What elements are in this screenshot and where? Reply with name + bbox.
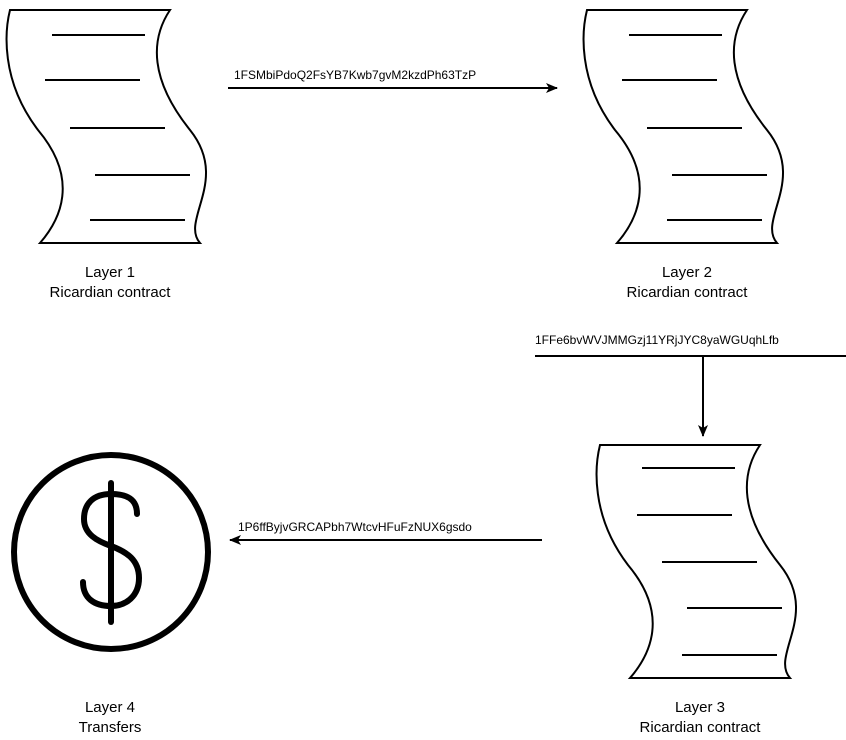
- layer-2-label: Layer 2 Ricardian contract: [587, 263, 787, 303]
- edge-label-layer2-layer3: 1FFe6bvWVJMMGzj11YRjJYC8yaWGUqhLfb: [535, 333, 842, 347]
- layer-1-document-icon[interactable]: [5, 9, 208, 244]
- layer-2-document-icon[interactable]: [582, 9, 785, 244]
- layer-1-title: Layer 1: [84, 264, 136, 281]
- edge-layer2-to-layer3-arrow: [535, 355, 846, 437]
- layer-4-dollar-coin-icon[interactable]: [11, 452, 211, 652]
- layer-3-document-icon[interactable]: [595, 444, 798, 679]
- layer-1-label: Layer 1 Ricardian contract: [10, 263, 210, 303]
- layer-3-subtitle: Ricardian contract: [639, 719, 761, 736]
- layer-4-title: Layer 4: [84, 699, 136, 716]
- layer-2-subtitle: Ricardian contract: [626, 284, 748, 301]
- layer-4-subtitle: Transfers: [78, 719, 142, 736]
- layer-3-title: Layer 3: [674, 699, 726, 716]
- layer-1-subtitle: Ricardian contract: [49, 284, 171, 301]
- edge-label-layer3-layer4: 1P6ffByjvGRCAPbh7WtcvHFuFzNUX6gsdo: [236, 520, 474, 534]
- edge-label-layer1-layer2: 1FSMbiPdoQ2FsYB7Kwb7gvM2kzdPh63TzP: [232, 68, 479, 82]
- layer-4-label: Layer 4 Transfers: [10, 698, 210, 738]
- layer-2-title: Layer 2: [661, 264, 713, 281]
- layer-3-label: Layer 3 Ricardian contract: [600, 698, 800, 738]
